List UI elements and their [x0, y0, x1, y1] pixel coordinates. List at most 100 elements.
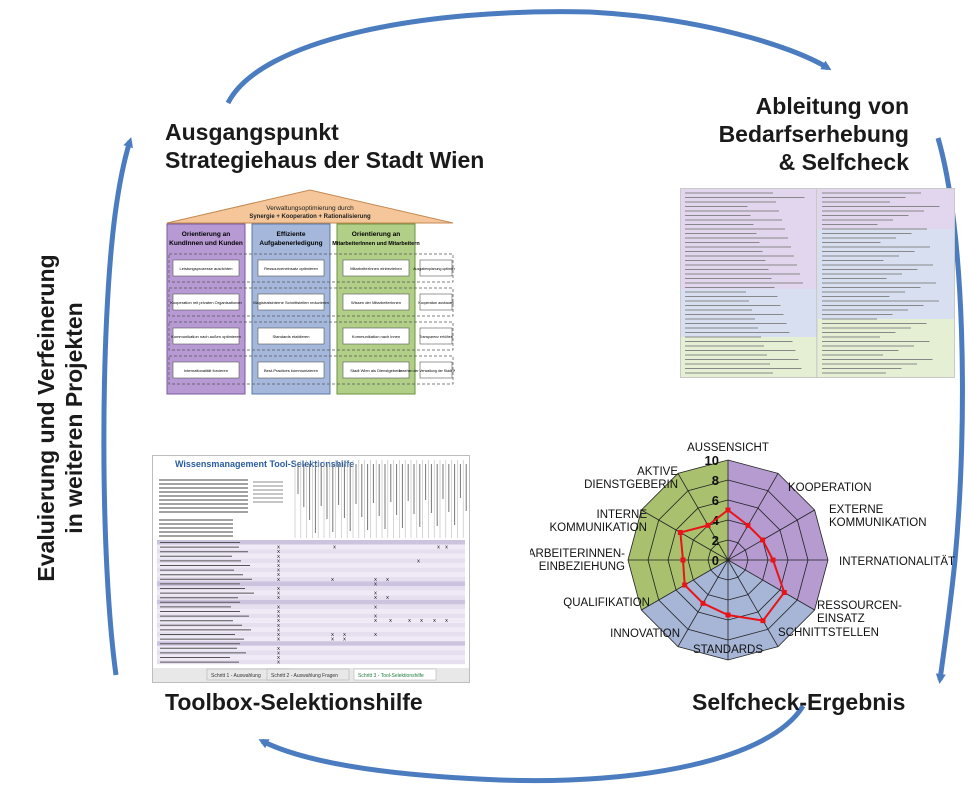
criteria-band — [681, 289, 817, 337]
toolbox-mark: X — [437, 545, 440, 550]
toolbox-mark: X — [374, 581, 377, 586]
toolbox-mark: X — [374, 614, 377, 619]
column-customers-title1: Orientierung an — [182, 231, 230, 238]
toolbox-mark: X — [343, 632, 346, 637]
toolbox-row — [157, 645, 465, 651]
radar-point — [770, 557, 776, 563]
radar-point — [781, 590, 787, 595]
toolbox-row — [157, 595, 465, 600]
toolbox-row — [157, 609, 465, 614]
criteria-band — [818, 229, 954, 269]
arrow-left — [101, 137, 133, 676]
radar-point — [700, 600, 706, 606]
house-box-label: MitarbeiterInnen einbeziehen — [350, 266, 402, 271]
house-box — [257, 293, 325, 311]
label-result: Selfcheck-Ergebnis — [692, 689, 906, 715]
radar-tick-label: 6 — [712, 493, 719, 508]
column-employees-title1: Orientierung an — [352, 231, 400, 238]
toolbox-mark: X — [333, 545, 336, 550]
house-side-box — [419, 293, 453, 311]
toolbox-mark: X — [277, 650, 280, 655]
toolbox-row — [157, 622, 465, 628]
house-box — [342, 361, 410, 379]
toolbox-mark: X — [445, 545, 448, 550]
toolbox-row — [157, 544, 465, 550]
house-row-frame — [168, 253, 454, 283]
toolbox-row — [157, 604, 465, 609]
house-box-label: Wissen der MitarbeiterInnen — [351, 300, 401, 305]
toolbox-row — [157, 586, 465, 591]
radar-point — [680, 557, 686, 563]
toolbox-mark: X — [277, 623, 280, 628]
toolbox-mark: X — [277, 545, 280, 550]
toolbox-mark: X — [277, 568, 280, 573]
column-customers-title2: KundInnen und Kunden — [169, 240, 243, 247]
radar-point — [725, 507, 731, 513]
toolbox-mark: X — [277, 655, 280, 660]
toolbox-tab-label: Schritt 2 - Auswahlung Fragen — [271, 673, 338, 679]
radar-point — [760, 618, 766, 624]
toolbox-mark: X — [374, 604, 377, 609]
house-box — [257, 327, 325, 345]
house-box — [342, 327, 410, 345]
toolbox-row — [157, 558, 465, 563]
house-roof-line2: Synergie + Kooperation + Rationalisierun… — [249, 214, 371, 220]
toolbox-mark: X — [374, 618, 377, 623]
house-box-label: Kommunikation nach außen optimieren — [171, 334, 241, 339]
toolbox-row — [157, 567, 465, 573]
toolbox-mark: X — [331, 637, 334, 642]
toolbox-row — [157, 627, 465, 632]
house-side-label: Ausgabenplanung optimieren — [413, 267, 455, 271]
radar-category-label: MITARBEITERINNEN-EINBEZIEHUNG — [530, 548, 625, 573]
toolbox-mark: X — [277, 646, 280, 651]
toolbox-row — [157, 553, 465, 559]
house-box — [342, 293, 410, 311]
house-box — [342, 259, 410, 277]
radar-category-label: INNOVATION — [610, 628, 680, 640]
toolbox-mark: X — [277, 604, 280, 609]
radar-point — [745, 522, 751, 528]
toolbox-mark: X — [374, 595, 377, 600]
toolbox-mark: X — [374, 591, 377, 596]
toolbox-selection-image: Wissensmanagement Tool-Selektionshilfe X… — [152, 455, 470, 683]
toolbox-row — [157, 540, 465, 545]
toolbox-mark: X — [408, 618, 411, 623]
toolbox-mark: X — [277, 618, 280, 623]
arrow-bottom — [258, 704, 806, 784]
radar-spoke — [677, 473, 729, 561]
house-roof — [166, 189, 454, 224]
toolbox-row — [157, 636, 465, 642]
toolbox-row — [157, 599, 465, 605]
toolbox-mark: X — [277, 595, 280, 600]
radar-category-label: QUALIFIKATION — [563, 597, 650, 609]
house-box — [172, 361, 240, 379]
toolbox-mark: X — [331, 577, 334, 582]
toolbox-mark: X — [331, 632, 334, 637]
radar-point — [682, 582, 688, 588]
house-box-label: Leistungsprozesse ausrichten — [180, 266, 233, 271]
toolbox-mark: X — [389, 618, 392, 623]
house-box-label: Stadt Wien als Dienstgeberin — [350, 368, 402, 373]
toolbox-mark: X — [277, 558, 280, 563]
strategy-house-image: Verwaltungsoptimierung durch Synergie + … — [165, 188, 455, 396]
house-box-label: Magistratsinterne Schnittstellen reduzie… — [253, 300, 329, 305]
toolbox-mark: X — [277, 591, 280, 596]
house-side-box — [419, 361, 453, 379]
toolbox-tab-label: Schritt 3 - Tool-Selektionshilfe — [358, 673, 424, 679]
toolbox-tab-label: Schritt 1 - Auswahlung — [211, 673, 261, 679]
label-evaluation: Evaluierung und Verfeinerung in weiteren… — [33, 254, 87, 582]
toolbox-row — [157, 572, 465, 577]
toolbox-mark: X — [277, 660, 280, 665]
radar-point — [760, 537, 766, 543]
house-side-label: Ansehen der Verwaltung der Stadt Wien pf… — [399, 369, 455, 373]
house-side-label: Transparenz erhöhen — [419, 335, 452, 339]
toolbox-row — [157, 563, 465, 568]
toolbox-row — [157, 618, 465, 623]
radar-point — [725, 612, 731, 618]
radar-point — [677, 530, 683, 535]
label-derivation: Ableitung von Bedarfserhebung & Selfchec… — [718, 93, 909, 175]
toolbox-row — [157, 613, 465, 619]
radar-tick-label: 0 — [712, 553, 719, 568]
